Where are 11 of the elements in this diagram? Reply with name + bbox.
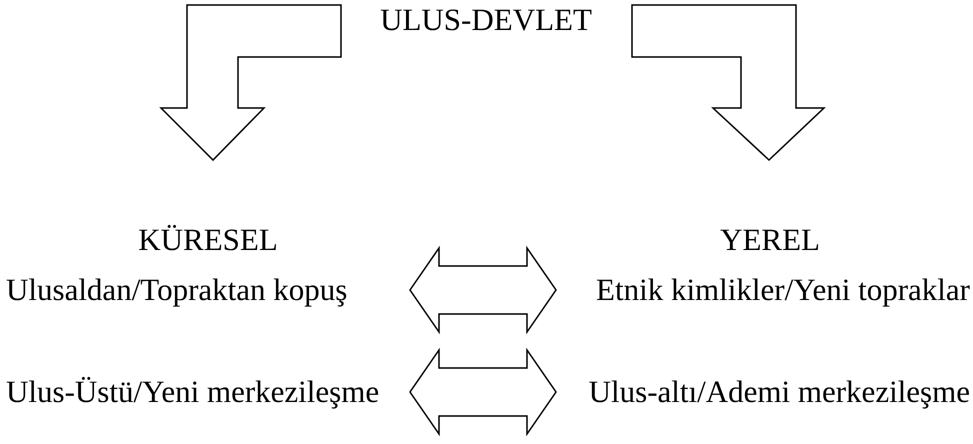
concept-text: Ulus-Üstü/Yeni merkezileşme	[6, 374, 380, 410]
double-block-arrow	[409, 246, 557, 334]
bent-block-arrow	[159, 4, 342, 162]
concept-text: Ulusaldan/Topraktan kopuş	[6, 272, 348, 308]
heading-text: YEREL	[720, 222, 820, 258]
heading-text: KÜRESEL	[138, 222, 278, 258]
bent-block-arrow	[631, 4, 826, 162]
concept-text: Ulus-altı/Ademi merkezileşme	[588, 374, 970, 410]
concept-text: Etnik kimlikler/Yeni topraklar	[596, 272, 970, 308]
title-text: ULUS-DEVLET	[380, 2, 592, 38]
double-block-arrow	[409, 348, 557, 436]
